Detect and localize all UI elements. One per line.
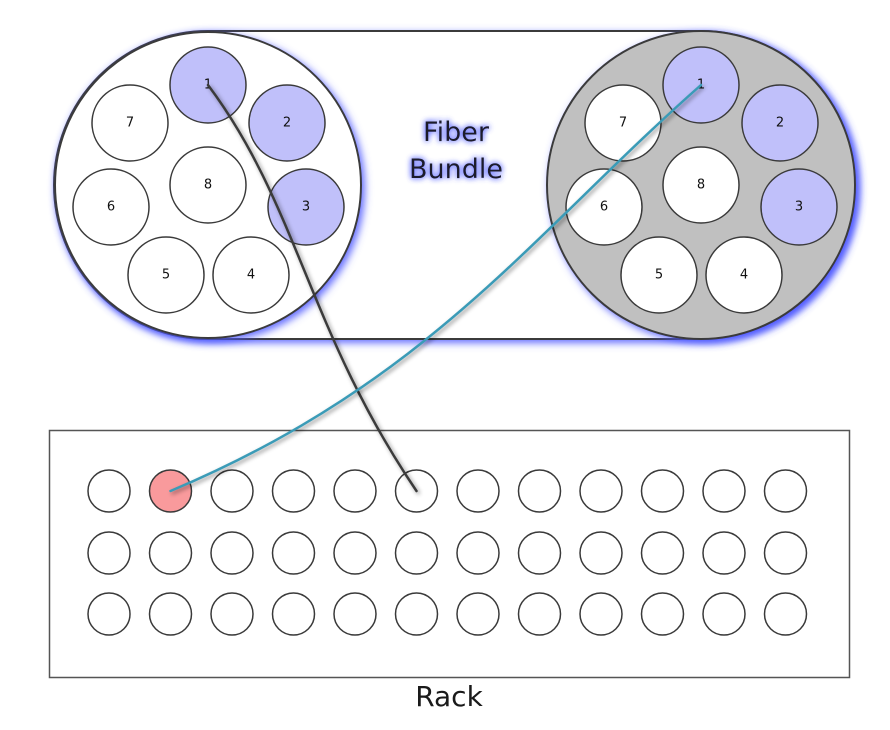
fiber-label: 6	[107, 200, 115, 215]
rack-port-r2-c9[interactable]	[640, 592, 685, 636]
rack-port-r0-c6[interactable]	[456, 469, 500, 513]
fiber-circle[interactable]	[72, 168, 150, 246]
rack-port-r1-c11[interactable]	[763, 531, 808, 575]
rack-port-r0-c8[interactable]	[579, 469, 623, 513]
fiber-right-3[interactable]: 3	[760, 168, 838, 246]
fiber-right-8[interactable]: 8	[662, 146, 740, 224]
rack-port-r2-c8[interactable]	[579, 592, 623, 636]
fiber-label: 8	[697, 178, 705, 193]
fiber-circle[interactable]	[127, 236, 205, 314]
fiber-label: 5	[162, 268, 170, 283]
fiber-right-5[interactable]: 5	[620, 236, 698, 314]
fiber-label: 4	[247, 268, 255, 283]
rack-label: Rack	[415, 680, 483, 713]
rack-port-r0-c0[interactable]	[87, 469, 131, 513]
bundle-title-line1: Fiber	[423, 117, 490, 148]
rack-port-r2-c0[interactable]	[87, 592, 131, 636]
rack-port-r1-c6[interactable]	[456, 531, 500, 575]
fiber-left-7[interactable]: 7	[91, 84, 169, 162]
fiber-circle[interactable]	[705, 236, 783, 314]
fiber-circle[interactable]	[565, 168, 643, 246]
rack-port-r1-c8[interactable]	[579, 531, 623, 575]
fiber-right-4[interactable]: 4	[705, 236, 783, 314]
fiber-circle[interactable]	[91, 84, 169, 162]
fiber-circle[interactable]	[267, 168, 345, 246]
fiber-circle[interactable]	[741, 84, 819, 162]
rack-port-r1-c2[interactable]	[210, 531, 254, 575]
fiber-circle[interactable]	[169, 146, 247, 224]
fiber-label: 6	[600, 200, 608, 215]
rack-port-r1-c3[interactable]	[271, 531, 316, 575]
fiber-label: 3	[302, 200, 310, 215]
rack-port-r1-c5[interactable]	[394, 531, 439, 575]
rack-port-r2-c5[interactable]	[394, 592, 439, 636]
rack-port-r2-c2[interactable]	[210, 592, 254, 636]
fiber-circle[interactable]	[760, 168, 838, 246]
rack-port-r1-c10[interactable]	[702, 531, 746, 575]
fiber-left-6[interactable]: 6	[72, 168, 150, 246]
fiber-left-2[interactable]: 2	[248, 84, 326, 162]
fiber-right-7[interactable]: 7	[584, 84, 662, 162]
rack-port-r0-c9[interactable]	[640, 469, 685, 513]
fiber-left-5[interactable]: 5	[127, 236, 205, 314]
fiber-right-2[interactable]: 2	[741, 84, 819, 162]
rack-port-r0-c4[interactable]	[333, 469, 377, 513]
bundle-title-line2: Bundle	[409, 154, 503, 185]
rack-port-r1-c0[interactable]	[87, 531, 131, 575]
cables-layer	[169, 83, 703, 493]
fiber-label: 2	[283, 116, 291, 131]
fiber-circle[interactable]	[620, 236, 698, 314]
rack-ports	[87, 469, 808, 636]
rack-port-r2-c1[interactable]	[148, 592, 193, 636]
rack-port-r0-c3[interactable]	[271, 469, 316, 513]
fiber-label: 7	[619, 116, 627, 131]
rack-port-r1-c9[interactable]	[640, 531, 685, 575]
rack-port-r1-c4[interactable]	[333, 531, 377, 575]
cable-left-fiber1-to-rack	[206, 83, 418, 493]
fiber-left-3[interactable]: 3	[267, 168, 345, 246]
fiber-label: 7	[126, 116, 134, 131]
rack-port-r0-c11[interactable]	[763, 469, 808, 513]
cable-right-fiber1-to-rack	[169, 83, 703, 493]
fiber-label: 2	[776, 116, 784, 131]
fiber-circle[interactable]	[662, 146, 740, 224]
fiber-left-4[interactable]: 4	[212, 236, 290, 314]
fiber-label: 8	[204, 178, 212, 193]
rack-port-r2-c7[interactable]	[517, 592, 562, 636]
fiber-circle[interactable]	[248, 84, 326, 162]
rack-port-r2-c11[interactable]	[763, 592, 808, 636]
rack	[48, 429, 851, 679]
bundle-title: Fiber Bundle	[409, 117, 503, 185]
fiber-label: 4	[740, 268, 748, 283]
fiber-right-6[interactable]: 6	[565, 168, 643, 246]
fiber-circle[interactable]	[212, 236, 290, 314]
rack-port-r2-c10[interactable]	[702, 592, 746, 636]
fiber-label: 3	[795, 200, 803, 215]
fiber-left-8[interactable]: 8	[169, 146, 247, 224]
rack-port-r2-c6[interactable]	[456, 592, 500, 636]
rack-port-r0-c7[interactable]	[517, 469, 562, 513]
rack-port-r1-c1[interactable]	[148, 531, 193, 575]
rack-port-r2-c3[interactable]	[271, 592, 316, 636]
rack-port-r0-c2[interactable]	[210, 469, 254, 513]
rack-port-r1-c7[interactable]	[517, 531, 562, 575]
rack-port-r2-c4[interactable]	[333, 592, 377, 636]
rack-port-r0-c10[interactable]	[702, 469, 746, 513]
fiber-label: 5	[655, 268, 663, 283]
